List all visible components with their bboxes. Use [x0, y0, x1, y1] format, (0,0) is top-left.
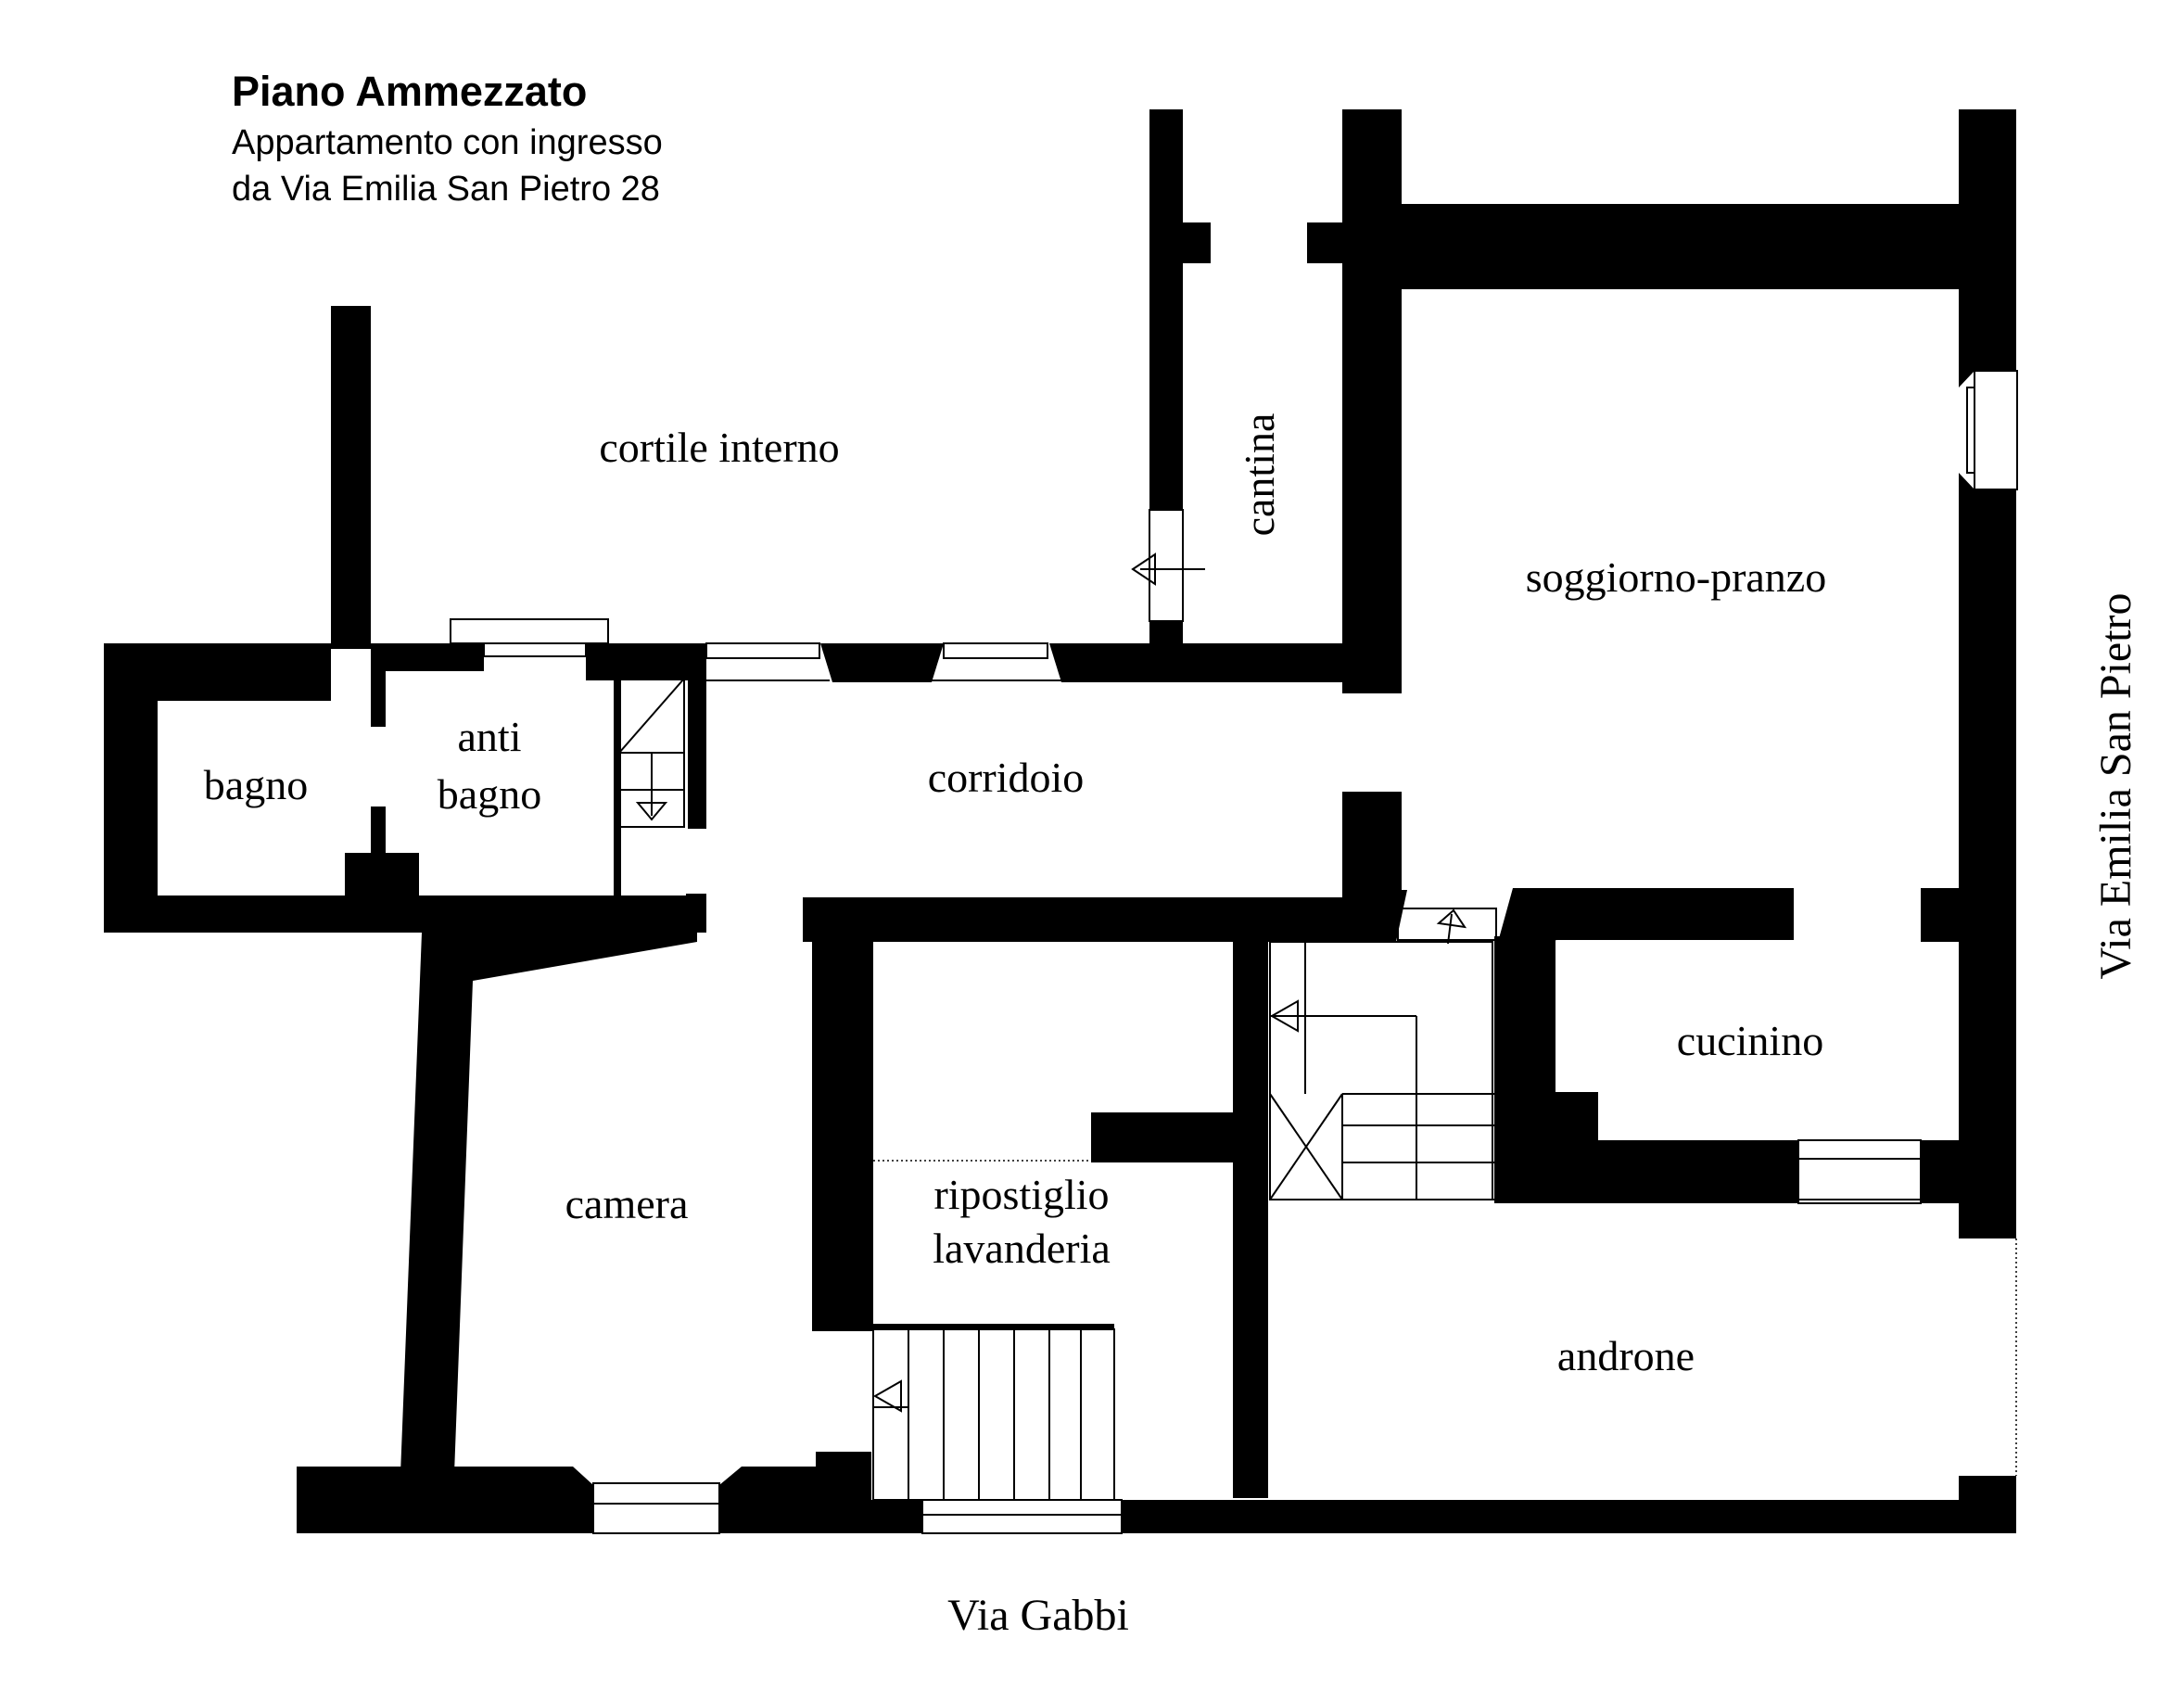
label-antibagno-line1: anti: [458, 713, 522, 760]
window-courtyard-sill: [450, 618, 609, 644]
corridor-south-wall: [803, 897, 1368, 942]
label-ripostiglio-line2: lavanderia: [933, 1225, 1111, 1272]
east-wall-lower: [1959, 489, 2016, 1238]
ripostiglio-west-wall: [812, 897, 873, 1331]
soggiorno-west-wall: [1342, 109, 1402, 693]
label-soggiorno-pranzo: soggiorno-pranzo: [1526, 553, 1826, 601]
label-androne: androne: [1557, 1332, 1695, 1379]
room-labels: cortile interno cantina soggiorno-pranzo…: [204, 413, 1826, 1379]
soggiorno-lower-wall: [1342, 792, 1402, 903]
plan-title: Piano Ammezzato: [232, 68, 587, 115]
cantina-west-wall: [1149, 109, 1183, 510]
label-cucinino: cucinino: [1677, 1017, 1823, 1064]
courtyard-wall: [331, 306, 371, 649]
stairs: [618, 553, 2016, 1501]
label-corridoio: corridoio: [928, 754, 1085, 801]
label-ripostiglio-line1: ripostiglio: [933, 1171, 1109, 1218]
bagno-west-wall: [104, 643, 158, 933]
window-cucinino: [1797, 1139, 1922, 1204]
south-wall-west: [297, 1467, 593, 1533]
south-wall-east: [1122, 1500, 2016, 1533]
plan-subtitle-line2: da Via Emilia San Pietro 28: [232, 170, 660, 209]
north-wall: [1342, 204, 1991, 289]
label-camera: camera: [565, 1180, 689, 1227]
street-label-east: Via Emilia San Pietro: [2091, 592, 2140, 979]
ripostiglio-tab: [1091, 1112, 1239, 1162]
east-wall-upper: [1959, 109, 2016, 371]
camera-west-wall: [400, 933, 697, 1474]
stair-main: [1269, 941, 1493, 1200]
walls: [104, 109, 2016, 1533]
east-wall-tab: [1921, 888, 1962, 942]
window-corridor-1: [705, 642, 820, 659]
antibagno-wall-upper: [371, 671, 386, 727]
label-bagno: bagno: [204, 761, 308, 808]
cucinino-south-wall: [1494, 1140, 1798, 1203]
window-east: [1974, 370, 2018, 490]
antibagno-east-wall: [614, 671, 621, 901]
cantina-wall-tab: [1149, 222, 1211, 263]
street-label-south: Via Gabbi: [947, 1591, 1129, 1640]
stair-wall: [688, 643, 706, 829]
window-camera: [592, 1482, 720, 1534]
window-ripostiglio: [921, 1499, 1123, 1534]
stair-ripostiglio: [872, 1328, 1115, 1501]
plan-subtitle-line1: Appartamento con ingresso: [232, 123, 663, 162]
label-cortile-interno: cortile interno: [599, 424, 839, 471]
south-wall-mid: [719, 1452, 922, 1533]
window-corridor-2: [943, 642, 1048, 659]
label-antibagno-line2: bagno: [438, 770, 541, 818]
label-cantina: cantina: [1236, 413, 1283, 537]
ripostiglio-east-wall: [1233, 942, 1268, 1498]
cucinino-north-wall: [1498, 888, 1794, 942]
